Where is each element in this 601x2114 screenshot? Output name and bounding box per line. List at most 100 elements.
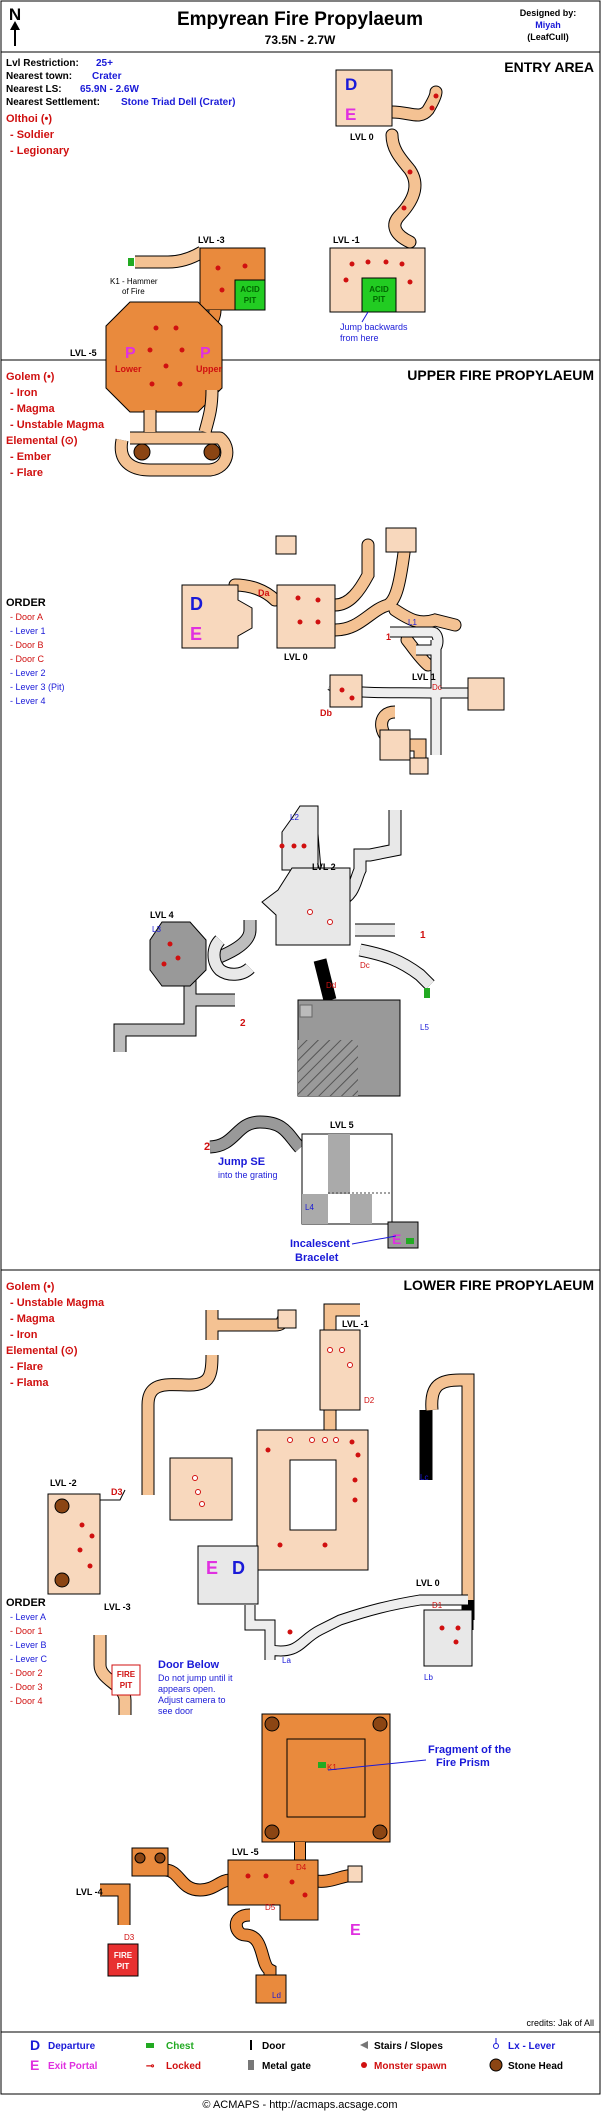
door-da-label: Da bbox=[258, 588, 270, 598]
page-title: Empyrean Fire Propylaeum bbox=[177, 9, 423, 30]
k1-label-2: of Fire bbox=[122, 287, 145, 296]
settle-value: Stone Triad Dell (Crater) bbox=[121, 97, 235, 108]
door-db-label: Db bbox=[320, 708, 332, 718]
entry-title: ENTRY AREA bbox=[504, 59, 594, 75]
upper-marker-1: 1 bbox=[386, 632, 391, 642]
bracelet-label-1: Incalescent bbox=[290, 1238, 350, 1250]
bracelet-label-2: Bracelet bbox=[295, 1252, 339, 1264]
credits: credits: Jak of All bbox=[526, 2018, 594, 2028]
door-d3-label: D3 bbox=[111, 1487, 123, 1497]
upper-lvl1: L1 1 LVL 1 Dc Db bbox=[320, 618, 505, 775]
ls-value: 65.9N - 2.6W bbox=[80, 84, 139, 95]
lower-fragment-room: K1 Fragment of the Fire Prism bbox=[261, 1713, 511, 1860]
lower-big-room bbox=[169, 1429, 369, 1571]
lower-lvl-5: E LVL -5 D4 D5 Ld bbox=[163, 1847, 363, 2004]
entry-monsters: Olthoi (•) - Soldier - Legionary bbox=[6, 113, 70, 157]
lvl-value: 25+ bbox=[96, 58, 113, 69]
order-item: - Lever A bbox=[10, 1612, 46, 1622]
entry-departure-icon: D bbox=[345, 75, 357, 94]
legend-exit-icon: E bbox=[30, 2057, 39, 2073]
legend-stairs: Stairs / Slopes bbox=[374, 2041, 443, 2052]
entry-lvl0-label: LVL 0 bbox=[350, 132, 374, 142]
upper-marker-2: 2 bbox=[240, 1018, 246, 1029]
entry-monster-group: Olthoi (•) bbox=[6, 113, 52, 125]
order-item: - Lever 3 (Pit) bbox=[10, 682, 65, 692]
order-item: - Lever 2 bbox=[10, 668, 46, 678]
legend-departure-icon: D bbox=[30, 2037, 40, 2053]
door-below-line-3: Adjust camera to bbox=[158, 1695, 226, 1705]
designed-by-label: Designed by: bbox=[520, 8, 577, 18]
upper-pit-room: L5 bbox=[297, 999, 429, 1097]
legend-locked-icon: ⊸ bbox=[146, 2061, 155, 2072]
door-dc-label: Dc bbox=[432, 683, 442, 692]
upper-lvl5: 2 Jump SE into the grating LVL 5 E L4 In… bbox=[204, 1115, 419, 1264]
lever-l5-label: L5 bbox=[420, 1023, 429, 1032]
town-label: Nearest town: bbox=[6, 71, 72, 82]
town-value: Crater bbox=[92, 71, 122, 82]
k1-chest-icon bbox=[128, 258, 134, 266]
jump-se-note: into the grating bbox=[218, 1170, 278, 1180]
lower-lvl-1-label: LVL -1 bbox=[342, 1319, 369, 1329]
upper-departure-icon: D bbox=[190, 594, 203, 614]
lower-lvl-3-label: LVL -3 bbox=[104, 1602, 131, 1612]
upper-monsters: Golem (•) - Iron - Magma - Unstable Magm… bbox=[6, 371, 105, 479]
svg-text:FIRE: FIRE bbox=[117, 1670, 136, 1679]
upper-lvl2-label: LVL 2 bbox=[312, 862, 336, 872]
svg-text:N: N bbox=[9, 5, 21, 24]
svg-text:PIT: PIT bbox=[117, 1962, 130, 1971]
upper-lvl4-label: LVL 4 bbox=[150, 910, 174, 920]
upper-lvl0: D E Da LVL 0 bbox=[181, 527, 462, 672]
legend-metal-icon bbox=[248, 2060, 254, 2070]
door-dd-label: Dd bbox=[326, 981, 336, 990]
portal-lower-icon: P bbox=[125, 345, 136, 362]
upper-lvl4: L3 LVL 4 2 bbox=[113, 910, 257, 1052]
legend-spawn-icon bbox=[361, 2062, 367, 2068]
k1-label-1: K1 - Hammer bbox=[110, 277, 158, 286]
lower-monster-4: - Flare bbox=[10, 1361, 43, 1373]
door-below-line-2: appears open. bbox=[158, 1684, 216, 1694]
lower-monster-3: - Iron bbox=[10, 1329, 38, 1341]
upper-exit-icon: E bbox=[190, 624, 202, 644]
lever-lc-label: Lc bbox=[420, 1473, 428, 1482]
lower-monsters: Golem (•) - Unstable Magma - Magma - Iro… bbox=[6, 1281, 105, 1389]
svg-text:PIT: PIT bbox=[373, 295, 386, 304]
page-coords: 73.5N - 2.7W bbox=[265, 33, 336, 47]
entry-monster-2: - Legionary bbox=[10, 145, 70, 157]
upper-monster-4: - Ember bbox=[10, 451, 52, 463]
upper-monster-2: - Magma bbox=[10, 403, 56, 415]
legend-stone: Stone Head bbox=[508, 2061, 563, 2072]
order-item: - Lever C bbox=[10, 1654, 48, 1664]
legend-locked: Locked bbox=[166, 2061, 201, 2072]
portal-upper-icon: P bbox=[200, 345, 211, 362]
compass-icon: N bbox=[9, 5, 21, 46]
legend-spawn: Monster spawn bbox=[374, 2061, 447, 2072]
lower-monster-group-2: Elemental (⊙) bbox=[6, 1345, 78, 1357]
upper-monster-group-1: Golem (•) bbox=[6, 371, 55, 383]
door-d2-label: D2 bbox=[364, 1396, 375, 1405]
legend-chest-icon bbox=[146, 2043, 154, 2048]
settle-label: Nearest Settlement: bbox=[6, 97, 100, 108]
upper-lvl5-label: LVL 5 bbox=[330, 1120, 354, 1130]
entry-exit-icon: E bbox=[345, 105, 356, 124]
svg-text:ACID: ACID bbox=[240, 285, 260, 294]
upper-title: UPPER FIRE PROPYLAEUM bbox=[407, 367, 594, 383]
lower-exit-icon-2: E bbox=[350, 1922, 361, 1939]
info-block: Lvl Restriction: 25+ Nearest town: Crate… bbox=[6, 58, 235, 108]
order-item: - Door B bbox=[10, 640, 44, 650]
entry-jump-note-1: Jump backwards bbox=[340, 322, 408, 332]
entry-jump-note-2: from here bbox=[340, 333, 379, 343]
legend-lever-icon bbox=[493, 2038, 499, 2049]
door-d5-label: D5 bbox=[265, 1903, 276, 1912]
jump-se-label: Jump SE bbox=[218, 1156, 265, 1168]
entry-loop bbox=[114, 389, 234, 477]
entry-lvl-3: ACID PIT LVL -3 K1 - Hammer of Fire bbox=[110, 235, 266, 311]
upper-lvl1-label: LVL 1 bbox=[412, 672, 436, 682]
lever-la-label: La bbox=[282, 1656, 291, 1665]
entry-lvl-5-label: LVL -5 bbox=[70, 348, 97, 358]
entry-lvl-3-label: LVL -3 bbox=[198, 235, 225, 245]
order-item: - Lever B bbox=[10, 1640, 47, 1650]
door-d1-label: D1 bbox=[432, 1601, 443, 1610]
footer: © ACMAPS - http://acmaps.acsage.com bbox=[202, 2099, 397, 2111]
order-item: - Door 1 bbox=[10, 1626, 43, 1636]
door-below-line-1: Do not jump until it bbox=[158, 1673, 233, 1683]
